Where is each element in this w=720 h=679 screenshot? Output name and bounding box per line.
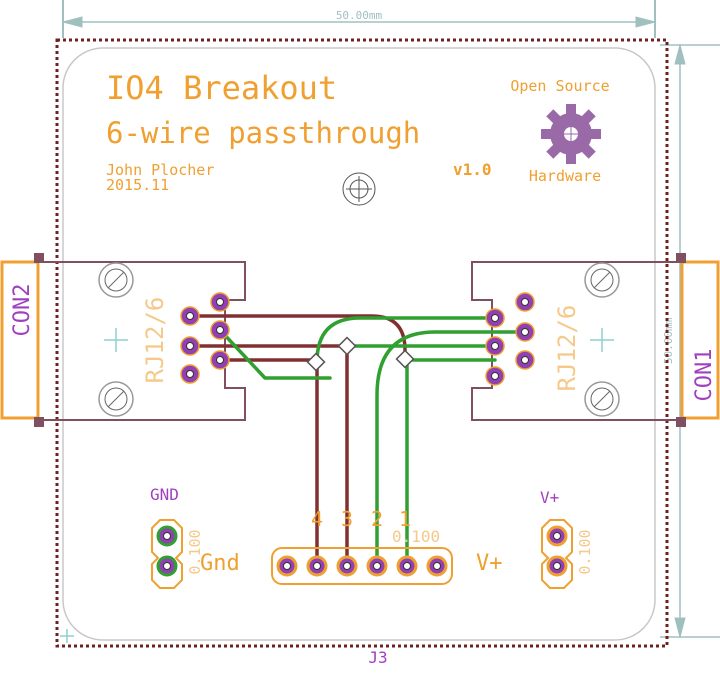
trace-green-4 (375, 330, 527, 568)
crosshair-icon (590, 328, 614, 352)
con2-value: RJ12/6 (141, 297, 169, 384)
con2-outline (38, 261, 246, 421)
crosshair-icon (342, 172, 376, 206)
vplus-header (541, 519, 573, 589)
j3-value: 0.100 (392, 527, 440, 546)
con1-value: RJ12/6 (553, 305, 581, 392)
j3-name: J3 (368, 648, 387, 667)
pin-number-1: 1 (399, 507, 411, 531)
j3-left-label: Gnd (200, 551, 240, 576)
pin-number-3: 3 (341, 507, 353, 531)
open-source-hardware-gear-icon (541, 104, 601, 164)
author: John Plocher (106, 161, 214, 179)
con1-body (680, 260, 720, 420)
mounting-hole-icon (584, 262, 620, 298)
origin-marker (60, 629, 74, 643)
mounting-hole-icon (98, 381, 134, 417)
con2-name: CON2 (10, 284, 35, 337)
trace-green-1 (218, 328, 332, 380)
con2-pads (180, 292, 230, 384)
gnd-label: GND (150, 485, 179, 504)
j3-header (271, 547, 453, 585)
j3-right-label: V+ (476, 551, 503, 576)
connector-con1 (471, 253, 720, 427)
vplus-label: V+ (540, 488, 559, 507)
connector-con2 (0, 253, 246, 427)
gnd-header (151, 519, 183, 589)
vplus-value: 0.100 (576, 529, 594, 574)
board-subtitle: 6-wire passthrough (106, 116, 420, 150)
board-outline (62, 47, 656, 641)
dimension-width (61, 0, 657, 38)
pin-number-4: 4 (311, 507, 323, 531)
oshw-bottom-label: Hardware (529, 167, 601, 185)
mounting-hole-icon (98, 262, 134, 298)
con2-body (0, 260, 40, 420)
pin-number-2: 2 (371, 507, 383, 531)
trace-green-3 (315, 316, 497, 364)
con1-name: CON1 (692, 349, 717, 402)
gnd-value: 0.100 (186, 529, 204, 574)
board-border (55, 38, 669, 648)
trace-red-2 (218, 358, 319, 568)
oshw-top-label: Open Source (510, 77, 609, 95)
dimension-height-label: 50.00mm (662, 317, 675, 364)
dimension-width-label: 50.00mm (336, 9, 383, 22)
date: 2015.11 (106, 176, 169, 194)
board-title: IO4 Breakout (106, 69, 337, 107)
crosshair-icon (104, 328, 128, 352)
dimension-height (660, 43, 720, 639)
version: v1.0 (453, 160, 492, 179)
con1-pads (485, 292, 535, 386)
traces (188, 314, 527, 568)
mounting-hole-icon (584, 381, 620, 417)
vias (306, 336, 415, 372)
